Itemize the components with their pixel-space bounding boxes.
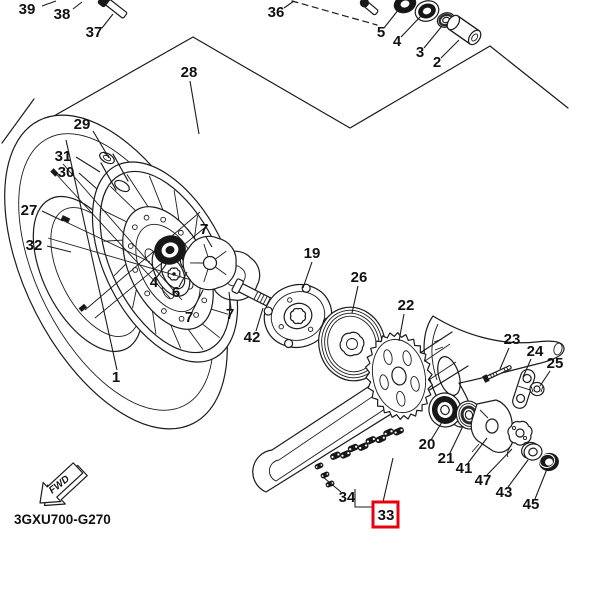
chain-puller bbox=[470, 399, 514, 453]
leader-line bbox=[440, 39, 460, 59]
part-label-37: 37 bbox=[86, 24, 103, 41]
leader-line bbox=[41, 0, 57, 7]
leader-line bbox=[449, 425, 464, 454]
part-label-4: 4 bbox=[150, 274, 159, 291]
wheel-bearing bbox=[154, 235, 186, 265]
leader-line bbox=[205, 236, 213, 248]
axle-bearing bbox=[428, 392, 462, 428]
bearing-small bbox=[393, 0, 417, 14]
leader-line bbox=[46, 245, 72, 253]
leader-line bbox=[178, 271, 188, 288]
part-label-24: 24 bbox=[527, 343, 544, 360]
leader-line bbox=[539, 370, 551, 387]
leader-line bbox=[351, 285, 359, 314]
part-label-7: 7 bbox=[226, 306, 234, 323]
part-label-41: 41 bbox=[456, 460, 473, 477]
part-label-42: 42 bbox=[244, 329, 261, 346]
leader-line bbox=[430, 421, 443, 441]
leader-line bbox=[423, 25, 443, 49]
axle-bolt bbox=[231, 278, 273, 307]
leader-line bbox=[398, 313, 405, 342]
leader-line bbox=[507, 459, 529, 488]
panel-outline-lines bbox=[1, 0, 569, 144]
hub-bolt bbox=[97, 0, 128, 19]
part-label-43: 43 bbox=[496, 484, 513, 501]
part-label-38: 38 bbox=[54, 6, 71, 23]
adjuster-bolt bbox=[482, 365, 512, 383]
leader-line bbox=[65, 139, 118, 371]
leader-line bbox=[486, 448, 513, 476]
leader-line bbox=[499, 347, 510, 370]
rear-sprocket bbox=[365, 332, 433, 420]
part-label-2: 2 bbox=[433, 54, 441, 71]
part-label-33: 33 bbox=[378, 507, 395, 524]
part-label-1: 1 bbox=[112, 369, 120, 386]
bearing bbox=[414, 0, 440, 22]
part-label-28: 28 bbox=[181, 64, 198, 81]
part-label-27: 27 bbox=[21, 202, 38, 219]
axle-nut bbox=[539, 452, 559, 472]
leader-line bbox=[156, 262, 168, 278]
fwd-direction-arrow: FWD bbox=[39, 462, 88, 507]
part-label-6: 6 bbox=[172, 284, 180, 301]
leader-line bbox=[228, 291, 232, 310]
leader-line bbox=[354, 489, 373, 508]
part-label-25: 25 bbox=[547, 355, 564, 372]
leader-line bbox=[191, 289, 204, 313]
part-label-39: 39 bbox=[19, 1, 36, 18]
screw bbox=[359, 0, 379, 16]
chain-links bbox=[330, 427, 404, 460]
damper-disc bbox=[318, 306, 386, 382]
leader-line bbox=[92, 130, 110, 159]
part-label-20: 20 bbox=[419, 436, 436, 453]
leader-line bbox=[522, 358, 532, 378]
part-label-7: 7 bbox=[200, 221, 208, 238]
part-label-19: 19 bbox=[304, 245, 321, 262]
leader-line bbox=[302, 261, 313, 289]
part-label-5: 5 bbox=[377, 24, 385, 41]
diagram-code: 3GXU700-G270 bbox=[14, 512, 111, 527]
leader-line bbox=[383, 8, 400, 29]
loose-spokes bbox=[47, 163, 209, 319]
leader-line bbox=[101, 13, 114, 29]
part-label-22: 22 bbox=[398, 297, 415, 314]
part-label-26: 26 bbox=[351, 269, 368, 286]
spoke-nipple bbox=[60, 215, 71, 224]
part-label-47: 47 bbox=[475, 472, 492, 489]
leader-line bbox=[189, 80, 200, 135]
part-label-36: 36 bbox=[268, 4, 285, 21]
leader-line bbox=[534, 468, 548, 500]
chain-master-link bbox=[314, 462, 335, 488]
snail-cam-adjuster bbox=[506, 420, 533, 458]
spacer-collar bbox=[446, 14, 482, 46]
part-label-23: 23 bbox=[504, 331, 521, 348]
part-label-4: 4 bbox=[393, 33, 402, 50]
part-label-45: 45 bbox=[523, 496, 540, 513]
part-label-32: 32 bbox=[26, 237, 43, 254]
leader-line bbox=[382, 457, 394, 503]
part-label-30: 30 bbox=[58, 164, 75, 181]
highlight-box bbox=[371, 500, 400, 529]
part-label-7: 7 bbox=[185, 309, 193, 326]
leader-line bbox=[75, 156, 101, 173]
washer bbox=[521, 441, 543, 461]
leader-line bbox=[78, 172, 98, 190]
drive-chain-loop bbox=[252, 331, 469, 493]
part-label-31: 31 bbox=[55, 148, 72, 165]
part-label-29: 29 bbox=[74, 116, 91, 133]
leader-line bbox=[467, 437, 488, 464]
leader-line bbox=[72, 1, 83, 10]
leader-line bbox=[322, 476, 342, 493]
part-label-3: 3 bbox=[416, 44, 424, 61]
leader-line bbox=[400, 15, 422, 38]
leader-line bbox=[255, 307, 264, 332]
leader-line bbox=[41, 210, 64, 222]
part-label-21: 21 bbox=[438, 450, 455, 467]
part-label-34: 34 bbox=[339, 489, 356, 506]
leader-line bbox=[283, 0, 295, 9]
